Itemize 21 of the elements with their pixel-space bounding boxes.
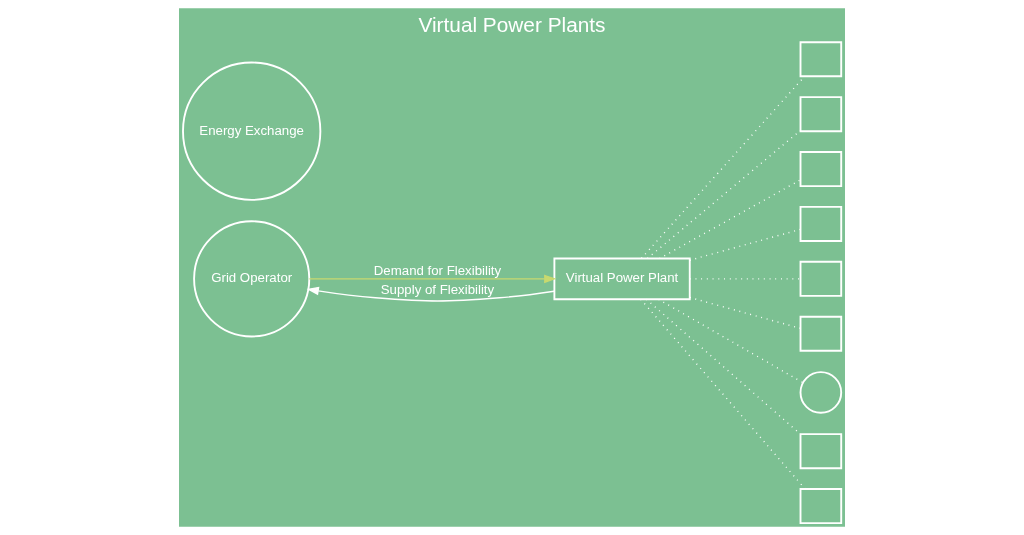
- arrow: [308, 274, 557, 284]
- connector: [658, 179, 802, 260]
- node-box: [799, 151, 843, 188]
- connector: [689, 296, 802, 330]
- node-box: [799, 488, 843, 525]
- connector: [657, 298, 804, 384]
- node-box: [799, 315, 843, 352]
- diagram-title: Virtual Power Plants: [418, 13, 606, 37]
- node-circle: Energy Exchange: [182, 61, 322, 201]
- edge-label: Supply of Flexibility: [380, 282, 495, 298]
- node-circle: [799, 371, 843, 414]
- node-box: [799, 433, 843, 470]
- node-box: [799, 205, 843, 242]
- node-box: Virtual Power Plant: [553, 257, 691, 301]
- node-box: [799, 41, 843, 78]
- node-box: [799, 260, 843, 297]
- node-circle: Grid Operator: [193, 220, 311, 338]
- arrow: [306, 286, 555, 302]
- node-box: [799, 96, 843, 133]
- edge-label: Demand for Flexibility: [373, 263, 502, 279]
- connector: [689, 228, 802, 261]
